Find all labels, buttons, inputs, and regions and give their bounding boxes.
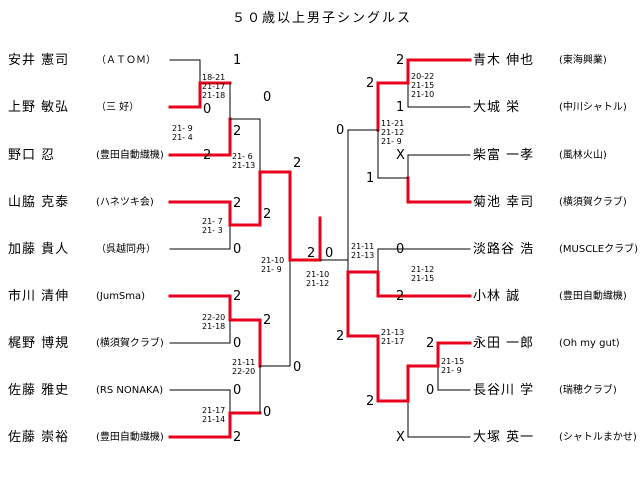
player-club: (豊田自動織機) — [559, 291, 627, 302]
player-name: 大城 栄 — [473, 100, 521, 115]
games-won: 2 — [396, 53, 405, 68]
games-won: X — [396, 430, 405, 445]
games-won: 0 — [233, 336, 242, 351]
player-club: (瑞穂クラブ) — [559, 385, 617, 396]
player-club: (ハネツキ会) — [96, 197, 154, 208]
player-club: (横須賀クラブ) — [96, 338, 164, 349]
games-won: 1 — [396, 100, 405, 115]
games-won: 2 — [233, 289, 242, 304]
player-name: 菊池 幸司 — [473, 195, 535, 210]
games-won: 0 — [336, 123, 345, 138]
match-score: 22-20 21-18 — [202, 313, 226, 331]
match-score: 21- 7 21- 3 — [202, 217, 223, 235]
player-name: 淡路谷 浩 — [473, 242, 535, 257]
player-name: 梶野 博規 — [8, 336, 70, 351]
games-won: 0 — [263, 90, 272, 105]
games-won: 2 — [336, 329, 345, 344]
match-score: 21- 9 21- 4 — [172, 124, 193, 142]
games-won: 0 — [293, 360, 302, 375]
player-club: （ＡＴＯＭ） — [96, 55, 156, 66]
page-title: ５０歳以上男子シングルス — [232, 11, 413, 26]
player-name: 上野 敏弘 — [8, 100, 70, 115]
games-won: X — [396, 148, 405, 163]
games-won: 0 — [396, 242, 405, 257]
match-score: 21-17 21-14 — [202, 406, 226, 424]
match-score: 18-21 21-17 21-18 — [202, 73, 226, 100]
player-name: 小林 誠 — [473, 289, 521, 304]
match-score: 21-11 22-20 — [232, 358, 256, 376]
player-name: 安井 憲司 — [8, 53, 70, 68]
games-won: 2 — [233, 124, 242, 139]
player-club: (風林火山) — [559, 150, 607, 161]
games-won: 2 — [263, 313, 272, 328]
games-won: 2 — [307, 246, 316, 261]
match-score: 21-10 21- 9 — [261, 256, 285, 274]
player-club: (横須賀クラブ) — [559, 197, 627, 208]
player-club: (東海興業) — [559, 55, 607, 66]
match-score: 11-21 21-12 21- 9 — [381, 119, 405, 146]
player-club: （三 好） — [96, 102, 140, 113]
games-won: 2 — [426, 336, 435, 351]
player-club: (Oh my gut) — [559, 338, 620, 349]
games-won: 1 — [366, 171, 375, 186]
games-won: 0 — [263, 405, 272, 420]
games-won: 0 — [426, 383, 435, 398]
player-name: 野口 忍 — [8, 148, 56, 163]
player-club: (シャトルまかせ) — [559, 432, 637, 443]
games-won: 2 — [396, 289, 405, 304]
games-won: 2 — [233, 196, 242, 211]
match-score: 20-22 21-15 21-10 — [411, 72, 435, 99]
games-won: 0 — [233, 383, 242, 398]
player-club: (RS NONAKA) — [96, 385, 164, 396]
match-score: 21-11 21-13 — [351, 242, 375, 260]
match-score: 21-15 21- 9 — [441, 357, 465, 375]
player-club: (JumSma) — [96, 291, 146, 302]
player-name: 長谷川 学 — [473, 383, 535, 398]
player-club: （呉越同舟） — [96, 244, 156, 255]
player-name: 大塚 英一 — [473, 430, 535, 445]
player-name: 加藤 貴人 — [8, 242, 70, 257]
games-won: 2 — [293, 156, 302, 171]
player-name: 永田 一郎 — [473, 336, 535, 351]
player-name: 青木 伸也 — [473, 53, 535, 68]
player-club: (豊田自動織機) — [96, 432, 164, 443]
player-name: 佐藤 崇裕 — [8, 430, 70, 445]
match-score: 21-12 21-15 — [411, 265, 435, 283]
player-name: 柴富 一孝 — [473, 148, 535, 163]
match-score: 21- 6 21-13 — [232, 152, 256, 170]
player-name: 市川 清伸 — [8, 289, 70, 304]
player-club: (豊田自動織機) — [96, 150, 164, 161]
games-won: 0 — [233, 242, 242, 257]
player-club: (MUSCLEクラブ) — [559, 244, 638, 255]
match-score: 21-13 21-17 — [381, 328, 405, 346]
games-won: 2 — [366, 76, 375, 91]
player-name: 山脇 克泰 — [8, 195, 70, 210]
games-won: 0 — [325, 246, 334, 261]
games-won: 2 — [366, 394, 375, 409]
match-score: 21-10 21-12 — [306, 270, 330, 288]
games-won: 2 — [203, 148, 212, 163]
games-won: 1 — [233, 53, 242, 68]
games-won: 0 — [203, 102, 212, 117]
games-won: 2 — [233, 430, 242, 445]
player-name: 佐藤 雅史 — [8, 383, 70, 398]
player-club: (中川シャトル) — [559, 102, 627, 113]
games-won: 2 — [263, 207, 272, 222]
